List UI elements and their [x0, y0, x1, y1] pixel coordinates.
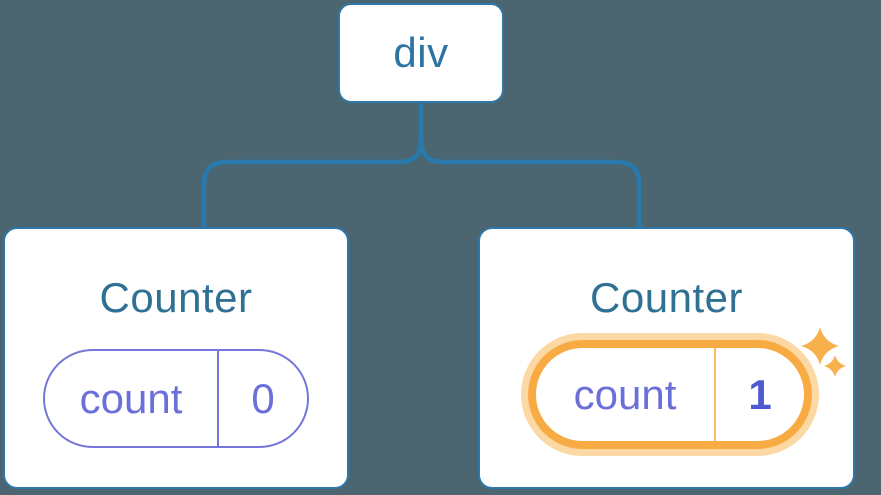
pill-divider [217, 351, 219, 446]
tree-node-div: div [338, 3, 504, 103]
tree-node-counter-right: Counter count 1 [478, 227, 855, 489]
state-key-label: count [573, 370, 677, 418]
root-node-label: div [393, 29, 449, 76]
state-value: 0 [251, 374, 275, 422]
pill-divider [714, 348, 716, 441]
sparkle-large [801, 327, 839, 365]
connector-left-branch [201, 102, 424, 228]
state-key-label: count [79, 374, 183, 422]
state-value: 1 [748, 370, 772, 418]
state-pill-count-0: count 0 [43, 349, 309, 448]
tree-node-counter-left: Counter count 0 [3, 227, 349, 489]
connector-right-branch [418, 102, 642, 228]
sparkle-small [824, 355, 846, 377]
state-pill-count-1: count 1 [528, 340, 812, 449]
counter-title: Counter [99, 274, 253, 321]
counter-title: Counter [590, 274, 743, 321]
